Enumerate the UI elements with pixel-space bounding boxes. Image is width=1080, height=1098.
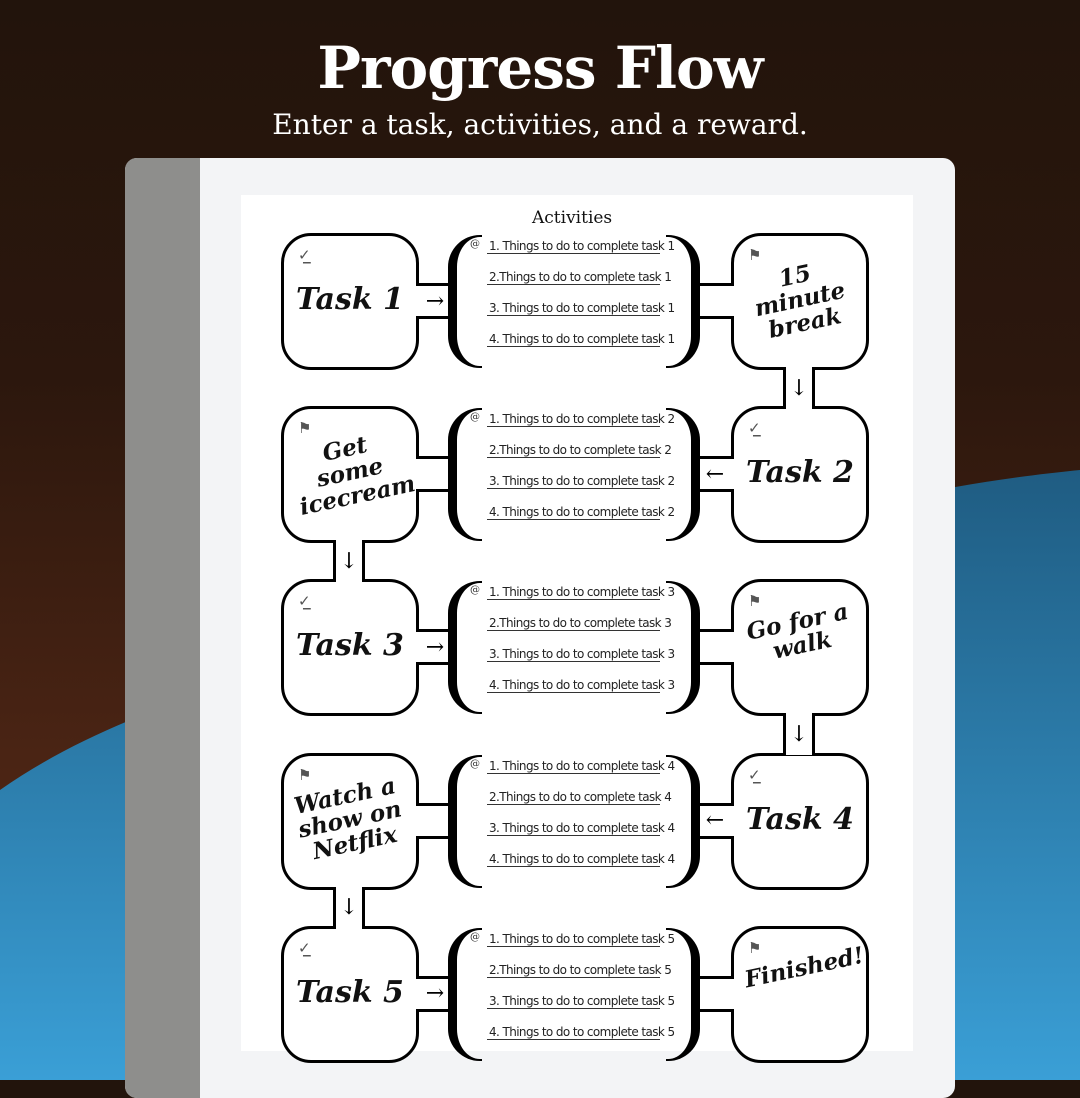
task-check-icon: ✓̲ xyxy=(298,938,311,957)
arrow-down-icon: ↓ xyxy=(333,886,365,929)
arrow-right-icon: → xyxy=(416,975,454,1012)
task-check-icon: ✓̲ xyxy=(298,246,311,264)
reward-box[interactable]: ⚑Watch a show on Netflix xyxy=(281,752,419,890)
activity-line[interactable]: 2.Things to do to complete task 5 xyxy=(487,962,672,978)
reward-box[interactable]: ⚑Finished! xyxy=(731,925,869,1063)
arrow-down-icon: ↓ xyxy=(783,367,815,409)
activity-line[interactable]: 2.Things to do to complete task 3 xyxy=(487,616,672,632)
spiral-icon: @ xyxy=(470,585,480,597)
bracket-left xyxy=(448,927,482,1061)
connector-right xyxy=(696,975,734,1012)
activity-line[interactable]: 3. Things to do to complete task 2 xyxy=(487,474,675,490)
activity-line[interactable]: 4. Things to do to complete task 2 xyxy=(487,505,675,521)
reward-label[interactable]: Get some icecream xyxy=(297,431,418,522)
page-subtitle: Enter a task, activities, and a reward. xyxy=(272,108,808,141)
activity-line[interactable]: 1. Things to do to complete task 2 xyxy=(487,412,675,428)
arrow-down-icon: ↓ xyxy=(783,713,815,756)
connector-right xyxy=(696,283,734,319)
spiral-icon: @ xyxy=(470,412,480,424)
reward-box[interactable]: ⚑Get some icecream xyxy=(281,406,419,544)
reward-box[interactable]: ⚑15 minute break xyxy=(731,233,869,370)
bracket-left xyxy=(448,408,482,542)
bracket-left xyxy=(448,235,482,368)
activity-line[interactable]: 1. Things to do to complete task 5 xyxy=(487,931,675,947)
activity-line[interactable]: 1. Things to do to complete task 4 xyxy=(487,758,675,774)
task-check-icon: ✓̲ xyxy=(748,419,761,438)
task-box[interactable]: ✓̲ Task 3 xyxy=(281,579,419,717)
flag-icon: ⚑ xyxy=(298,419,312,438)
activity-line[interactable]: 3. Things to do to complete task 5 xyxy=(487,993,675,1009)
task-box[interactable]: ✓̲ Task 5 xyxy=(281,925,419,1063)
reward-label[interactable]: Watch a show on Netflix xyxy=(291,771,404,865)
flag-icon: ⚑ xyxy=(298,765,312,784)
arrow-right-icon: → xyxy=(416,283,454,319)
activity-line[interactable]: 3. Things to do to complete task 1 xyxy=(487,301,675,316)
bracket-left xyxy=(448,754,482,888)
activity-line[interactable]: 4. Things to do to complete task 1 xyxy=(487,332,675,347)
connector-left xyxy=(416,802,454,839)
task-label[interactable]: Task 5 xyxy=(296,974,404,1010)
task-box[interactable]: ✓̲ Task 1 xyxy=(281,233,419,370)
task-label[interactable]: Task 1 xyxy=(296,282,404,317)
spiral-icon: @ xyxy=(470,239,480,250)
activity-line[interactable]: 4. Things to do to complete task 4 xyxy=(487,851,675,867)
task-check-icon: ✓̲ xyxy=(298,592,311,611)
activity-line[interactable]: 2.Things to do to complete task 4 xyxy=(487,789,672,805)
reward-box[interactable]: ⚑Go for a walk xyxy=(731,579,869,717)
tablet-spine xyxy=(125,158,200,1098)
task-check-icon: ✓̲ xyxy=(748,765,761,784)
arrow-left-icon: ← xyxy=(696,456,734,493)
spiral-icon: @ xyxy=(470,931,480,943)
activity-line[interactable]: 2.Things to do to complete task 1 xyxy=(487,270,672,285)
activity-line[interactable]: 1. Things to do to complete task 3 xyxy=(487,585,675,601)
bracket-left xyxy=(448,581,482,715)
task-box[interactable]: ✓̲ Task 4 xyxy=(731,752,869,890)
activities-heading: Activities xyxy=(532,208,613,228)
arrow-left-icon: ← xyxy=(696,802,734,839)
activity-line[interactable]: 3. Things to do to complete task 4 xyxy=(487,820,675,836)
activity-line[interactable]: 1. Things to do to complete task 1 xyxy=(487,239,675,254)
flag-icon: ⚑ xyxy=(748,246,762,264)
activity-line[interactable]: 4. Things to do to complete task 5 xyxy=(487,1024,675,1040)
connector-left xyxy=(416,456,454,493)
arrow-down-icon: ↓ xyxy=(333,540,365,583)
spiral-icon: @ xyxy=(470,758,480,770)
reward-label[interactable]: 15 minute break xyxy=(752,259,848,344)
task-label[interactable]: Task 2 xyxy=(746,455,854,491)
task-label[interactable]: Task 4 xyxy=(746,801,854,837)
task-box[interactable]: ✓̲ Task 2 xyxy=(731,406,869,544)
page-title: Progress Flow xyxy=(317,34,763,102)
activity-line[interactable]: 4. Things to do to complete task 3 xyxy=(487,678,675,694)
activity-line[interactable]: 3. Things to do to complete task 3 xyxy=(487,647,675,663)
flag-icon: ⚑ xyxy=(748,938,762,957)
activity-line[interactable]: 2.Things to do to complete task 2 xyxy=(487,443,672,459)
flag-icon: ⚑ xyxy=(748,592,762,611)
task-label[interactable]: Task 3 xyxy=(296,628,404,664)
connector-right xyxy=(696,629,734,666)
arrow-right-icon: → xyxy=(416,629,454,666)
